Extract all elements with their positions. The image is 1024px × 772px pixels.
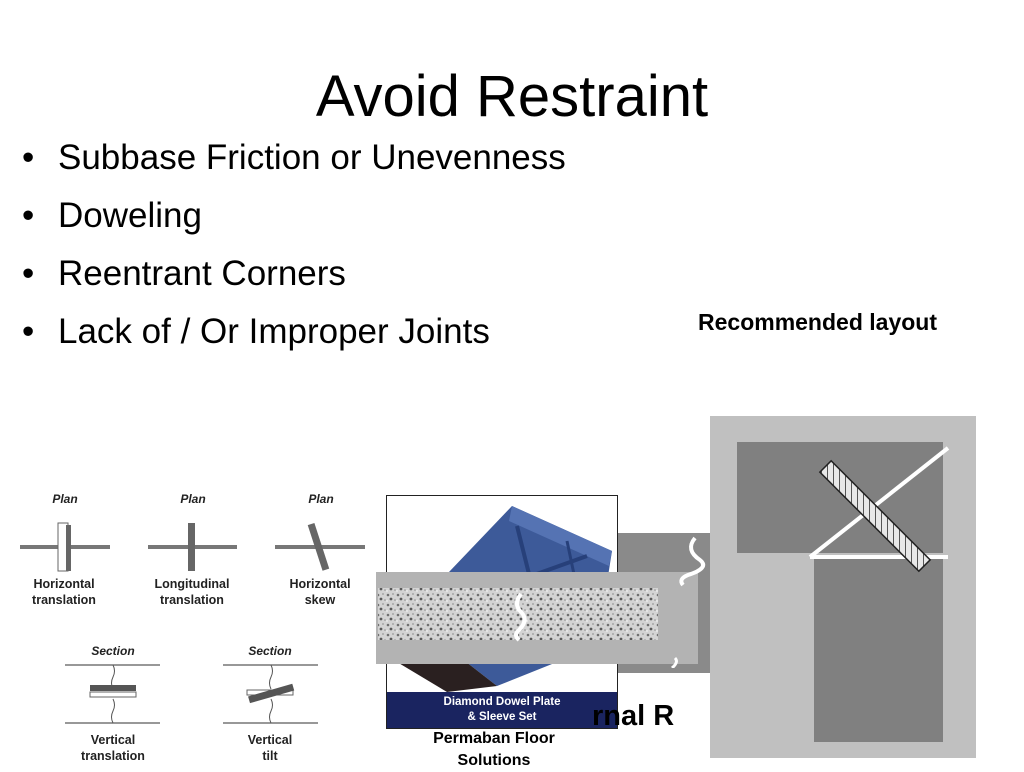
label-line: Vertical <box>247 733 293 747</box>
plan-diagrams <box>20 522 365 572</box>
label-line: skew <box>304 593 336 607</box>
diagram-label: Horizontal translation <box>15 576 113 608</box>
bullet-dot: • <box>22 254 35 293</box>
section-diagrams <box>65 664 318 724</box>
bullet-item: • Subbase Friction or Unevenness <box>22 138 566 196</box>
credit-line: Permaban Floor <box>433 730 555 747</box>
label-line: Vertical <box>90 733 136 747</box>
label-line: translation <box>81 749 145 763</box>
bullet-text: Lack of / Or Improper Joints <box>58 312 490 351</box>
recommended-layout-diagram <box>710 416 976 758</box>
section-title: Section <box>248 644 292 658</box>
bullet-item: • Doweling <box>22 196 566 254</box>
concrete-slab-frame <box>376 572 698 664</box>
bullet-text: Reentrant Corners <box>58 254 346 293</box>
recommended-layout-label: Recommended layout <box>698 309 937 335</box>
photo-credit: Permaban Floor Solutions <box>416 728 572 772</box>
slide-title: Avoid Restraint <box>315 64 709 129</box>
plan-title: Plan <box>180 492 206 506</box>
diagram-label: Horizontal skew <box>271 576 369 608</box>
vertical-tilt-diagram <box>223 664 318 724</box>
horizontal-skew-diagram <box>275 522 365 571</box>
crack-line <box>670 536 705 668</box>
label-line: translation <box>160 593 224 607</box>
plan-title: Plan <box>52 492 78 506</box>
bullet-item: • Lack of / Or Improper Joints <box>22 312 566 370</box>
photo-caption: Diamond Dowel Plate & Sleeve Set <box>387 692 617 728</box>
label-line: tilt <box>262 749 278 763</box>
bullet-text: Doweling <box>58 196 202 235</box>
dowel-plate-photo: Diamond Dowel Plate & Sleeve Set <box>386 495 618 729</box>
bullet-dot: • <box>22 138 35 177</box>
bullet-item: • Reentrant Corners <box>22 254 566 312</box>
concrete-slab-texture <box>378 588 658 642</box>
caption-line: & Sleeve Set <box>467 711 537 723</box>
label-line: Horizontal <box>33 577 95 591</box>
longitudinal-translation-diagram <box>148 523 237 571</box>
horizontal-translation-diagram <box>20 522 110 572</box>
bullet-text: Subbase Friction or Unevenness <box>58 138 566 177</box>
bullet-list: • Subbase Friction or Unevenness • Dowelin… <box>22 138 566 370</box>
label-line: Horizontal <box>289 577 351 591</box>
diagram-label: Longitudinal translation <box>143 576 241 608</box>
overlapped-heading-fragment: rnal R <box>592 700 675 732</box>
label-line: translation <box>32 593 96 607</box>
bullet-dot: • <box>22 196 35 235</box>
diagram-label: Vertical translation <box>63 732 163 764</box>
diagram-label: Vertical tilt <box>220 732 320 764</box>
bullet-dot: • <box>22 312 35 351</box>
plan-title: Plan <box>308 492 334 506</box>
section-title: Section <box>91 644 135 658</box>
vertical-translation-diagram <box>65 664 160 724</box>
credit-line: Solutions <box>457 752 531 769</box>
label-line: Longitudinal <box>154 577 230 591</box>
caption-line: Diamond Dowel Plate <box>443 696 561 708</box>
